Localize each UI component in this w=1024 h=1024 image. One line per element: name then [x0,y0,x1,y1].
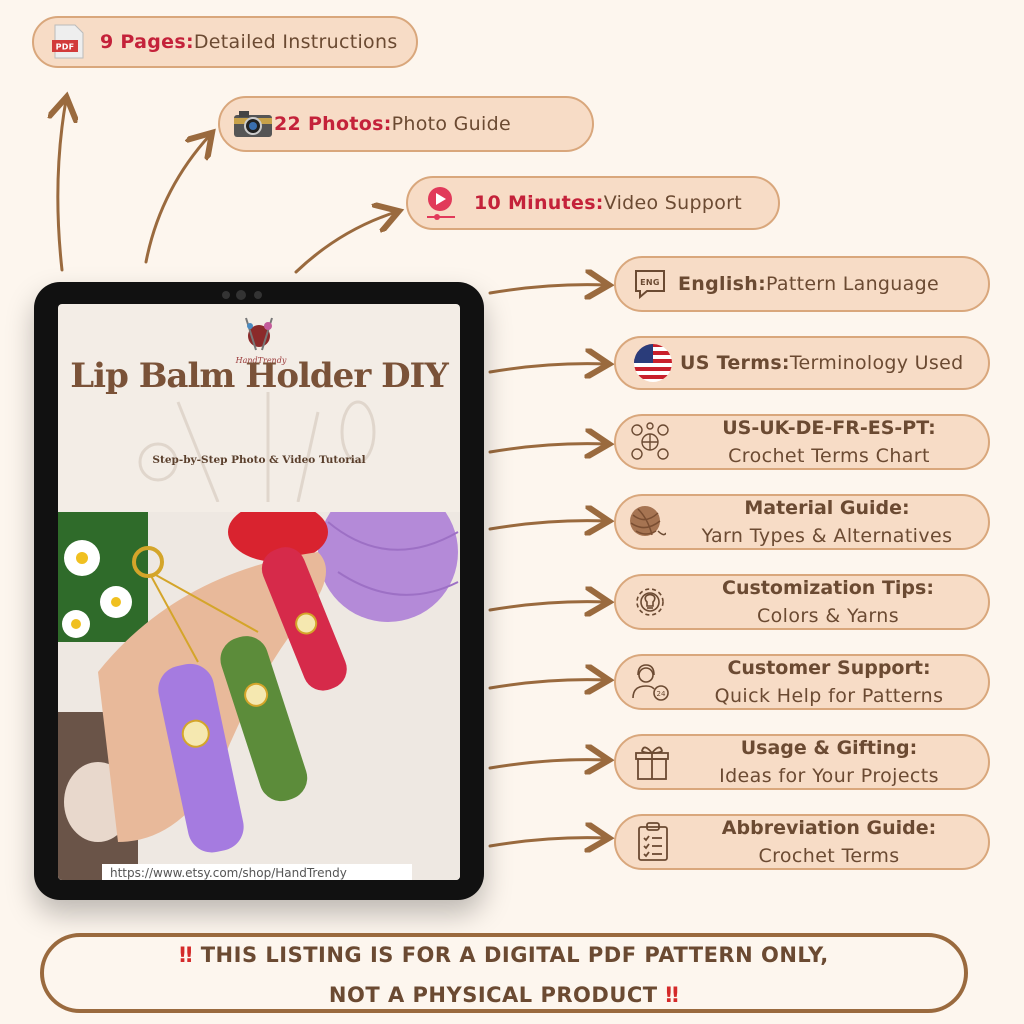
abbreviation-subtitle: Crochet Terms [758,845,900,867]
arrow-to-material [488,521,606,529]
tablet-screen: HandTrendy Lip Balm Holder DIY Step-by-S… [58,304,460,880]
pill-terms: US Terms: Terminology Used [614,336,990,390]
clipboard-icon [636,822,670,862]
material-subtitle: Yarn Types & Alternatives [701,525,953,547]
arrow-to-pages [58,100,66,272]
gift-icon [634,743,670,781]
abbreviation-title: Abbreviation Guide: [721,817,937,839]
photos-desc: Photo Guide [391,113,511,135]
warning-icon: ‼ [179,943,193,967]
svg-text:PDF: PDF [56,43,75,52]
pill-material: Material Guide: Yarn Types & Alternatives [614,494,990,550]
globe-languages-icon [630,422,670,462]
pill-abbreviation: Abbreviation Guide: Crochet Terms [614,814,990,870]
pill-gifting: Usage & Gifting: Ideas for Your Projects [614,734,990,790]
support-24-icon: 24 [630,662,670,702]
svg-text:ENG: ENG [640,278,660,287]
arrow-to-usterms [488,364,606,372]
banner-text-1: THIS LISTING IS FOR A DIGITAL PDF PATTER… [192,943,829,967]
language-value: Pattern Language [765,273,939,295]
cover-subtitle: Step-by-Step Photo & Video Tutorial [152,454,366,466]
shop-url: https://www.etsy.com/shop/HandTrendy [102,864,412,880]
brand-logo [245,317,273,351]
tools-watermark [138,392,376,502]
pages-desc: Detailed Instructions [193,31,398,53]
arrow-to-gifting [488,760,606,768]
arrow-to-chart [488,444,606,452]
pages-count: 9 Pages: [100,31,194,53]
video-length: 10 Minutes: [474,192,604,214]
arrow-to-english [488,285,606,293]
pill-terms-chart: US-UK-DE-FR-ES-PT: Crochet Terms Chart [614,414,990,470]
material-title: Material Guide: [744,497,910,519]
arrow-to-abbrev [488,838,606,846]
arrow-to-support [488,680,606,688]
tablet-device: HandTrendy Lip Balm Holder DIY Step-by-S… [34,282,484,900]
arrow-to-photos [144,135,210,264]
photos-count: 22 Photos: [274,113,392,135]
pill-customization: Customization Tips: Colors & Yarns [614,574,990,630]
us-flag-icon [632,342,674,384]
product-photo [58,512,460,880]
pill-pages: PDF 9 Pages: Detailed Instructions [32,16,418,68]
digital-only-banner: ‼ THIS LISTING IS FOR A DIGITAL PDF PATT… [40,933,968,1013]
tablet-sensor [254,291,262,299]
brand-name: HandTrendy [235,356,287,365]
eng-speech-icon: ENG [632,267,668,301]
arrow-to-video [294,212,396,274]
pill-language: ENG English: Pattern Language [614,256,990,312]
customization-subtitle: Colors & Yarns [756,605,900,627]
terms-label: US Terms: [680,352,790,374]
cover-title: Lip Balm Holder DIY [70,356,448,396]
svg-text:24: 24 [657,690,666,698]
chart-title: US-UK-DE-FR-ES-PT: [722,417,936,439]
banner-text-2: NOT A PHYSICAL PRODUCT [328,983,666,1007]
pill-support: 24 Customer Support: Quick Help for Patte… [614,654,990,710]
warning-icon: ‼ [665,983,680,1007]
support-title: Customer Support: [727,657,931,679]
banner-line-1: ‼ THIS LISTING IS FOR A DIGITAL PDF PATT… [44,943,964,967]
gifting-subtitle: Ideas for Your Projects [719,765,939,787]
chart-subtitle: Crochet Terms Chart [728,445,930,467]
gifting-title: Usage & Gifting: [740,737,918,759]
tablet-camera [236,290,246,300]
yarn-ball-icon [628,503,666,541]
customization-title: Customization Tips: [722,577,934,599]
tablet-camera [222,291,230,299]
pill-photos: 22 Photos: Photo Guide [218,96,594,152]
pill-video: 10 Minutes: Video Support [406,176,780,230]
pdf-icon: PDF [48,24,88,60]
support-subtitle: Quick Help for Patterns [714,685,944,707]
banner-line-2: NOT A PHYSICAL PRODUCT ‼ [44,983,964,1007]
terms-value: Terminology Used [789,352,964,374]
camera-icon [232,109,274,139]
language-label: English: [678,273,766,295]
gear-bulb-icon [632,584,668,620]
video-desc: Video Support [603,192,743,214]
arrow-to-custom [488,602,606,610]
play-icon [424,185,460,221]
